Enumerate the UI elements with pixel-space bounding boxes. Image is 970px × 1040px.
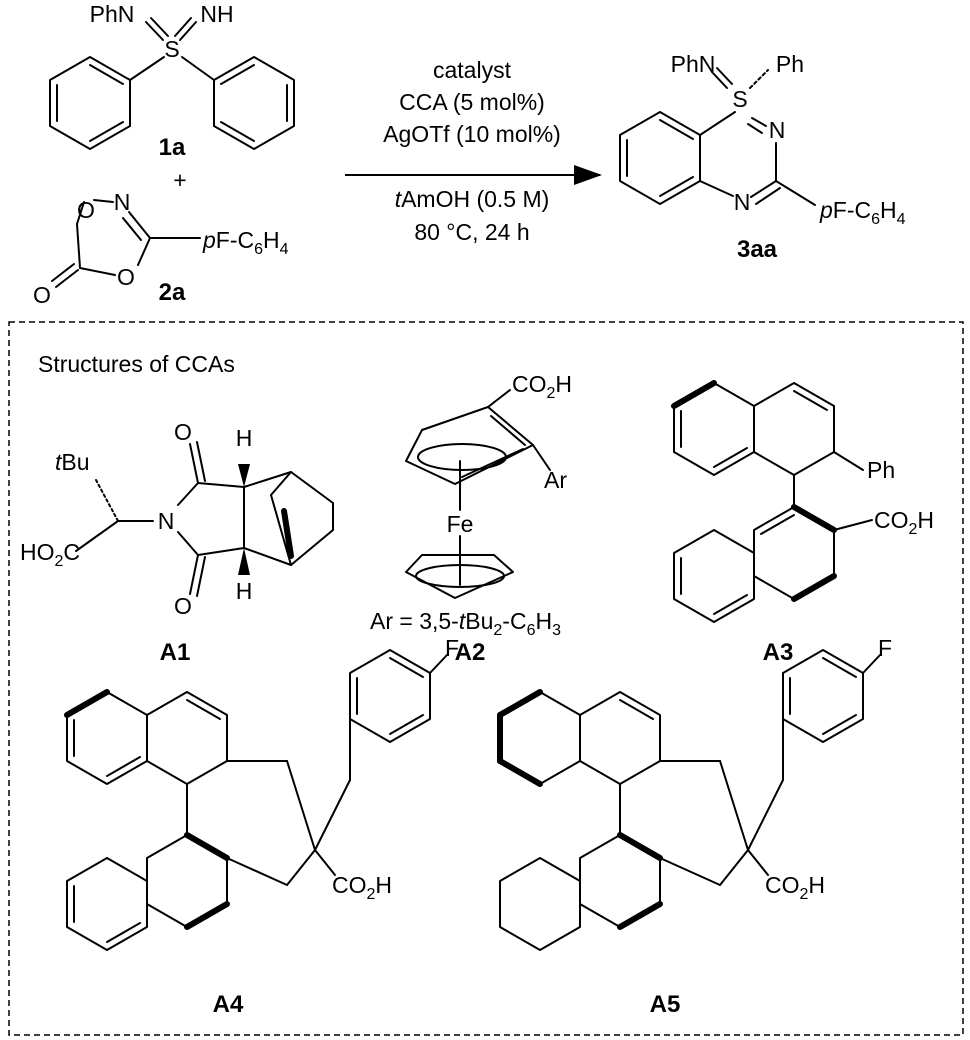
reactant2-nitrogen-atom: N (114, 189, 131, 215)
a2-co2h-label: CO2H (512, 371, 572, 402)
compound-label-3aa: 3aa (737, 236, 778, 263)
product-nitrogen-atom: N (769, 117, 786, 143)
reactant1-nh-label: NH (200, 1, 233, 27)
structure-a5 (497, 649, 881, 951)
structure-a1 (75, 441, 334, 597)
reactant2-substituent: pF-C6H4 (202, 227, 289, 258)
reactant-2a-structure (51, 199, 201, 288)
cca-structures-panel (8, 321, 964, 1036)
a1-hydrogen-atom: H (236, 578, 253, 604)
product-substituent: pF-C6H4 (819, 197, 906, 228)
a1-oxygen-atom: O (174, 593, 192, 619)
product-sulfur-atom: S (732, 86, 747, 112)
panel-title: Structures of CCAs (38, 351, 235, 377)
reactant2-oxygen-atom: O (117, 264, 135, 290)
a3-ph-label: Ph (867, 457, 895, 483)
compound-label-a2: A2 (455, 639, 486, 666)
a3-co2h-label: CO2H (874, 507, 934, 538)
compound-label-a1: A1 (160, 639, 191, 666)
structure-a4 (64, 649, 448, 951)
compound-label-a5: A5 (650, 991, 681, 1018)
structure-a2 (405, 389, 551, 599)
compound-label-2a: 2a (159, 279, 186, 306)
a5-co2h-label: CO2H (765, 872, 825, 903)
condition-temperature-time: 80 °C, 24 h (414, 219, 529, 245)
a1-hydrogen-atom: H (236, 425, 253, 451)
reactant1-phn-label: PhN (90, 1, 135, 27)
compound-label-a4: A4 (213, 991, 244, 1018)
structure-a3 (671, 380, 873, 623)
product-phn-label: PhN (671, 51, 716, 77)
product-nitrogen-atom: N (734, 189, 751, 215)
reactant2-oxygen-atom: O (77, 197, 95, 223)
a2-aryl-definition: Ar = 3,5-tBu2-C6H3 (370, 608, 561, 639)
reactant1-sulfur-atom: S (164, 36, 179, 62)
a1-oxygen-atom: O (174, 419, 192, 445)
condition-solvent: tAmOH (0.5 M) (395, 186, 550, 212)
a2-iron-atom: Fe (447, 511, 474, 537)
product-ph-label: Ph (776, 51, 804, 77)
a5-fluorine-atom: F (878, 635, 892, 661)
condition-catalyst: catalyst (433, 57, 512, 83)
compound-label-1a: 1a (159, 134, 186, 161)
a4-fluorine-atom: F (445, 635, 459, 661)
a2-ar-label: Ar (544, 467, 567, 493)
condition-cca: CCA (5 mol%) (399, 89, 545, 115)
reactant-1a-structure (49, 17, 295, 150)
a1-co2h-label: HO2C (20, 539, 80, 570)
a1-nitrogen-atom: N (158, 508, 175, 534)
plus-sign: + (173, 167, 186, 193)
condition-agotf: AgOTf (10 mol%) (383, 121, 561, 147)
reactant2-carbonyl-oxygen: O (33, 282, 51, 308)
a1-tbu-label: tBu (55, 449, 90, 475)
a4-co2h-label: CO2H (332, 872, 392, 903)
compound-label-a3: A3 (763, 639, 794, 666)
product-3aa-structure (619, 67, 816, 206)
